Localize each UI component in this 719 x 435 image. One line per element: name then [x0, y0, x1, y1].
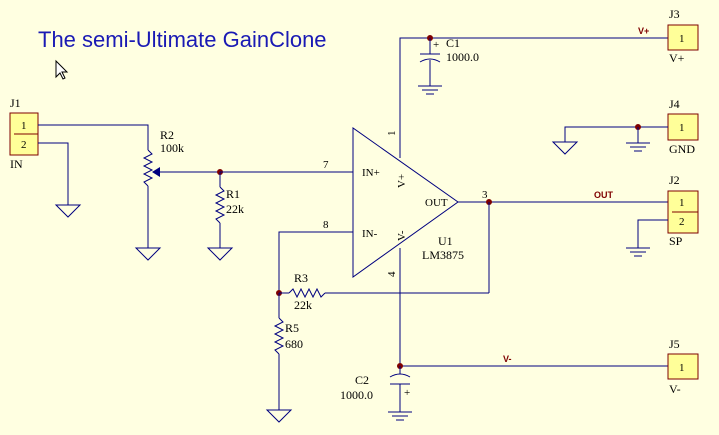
r5-resistor[interactable] [273, 317, 285, 355]
ground-icon [134, 247, 162, 261]
j2-name: SP [669, 234, 683, 248]
j5-name: V- [669, 382, 681, 396]
net-label-vplus: V+ [638, 26, 649, 36]
u1-ref: U1 [438, 234, 453, 248]
j4-ref: J4 [669, 97, 680, 111]
ground-icon [265, 409, 293, 423]
ground-icon [418, 85, 442, 95]
wire-j4 [564, 126, 668, 142]
ground-icon [626, 142, 650, 152]
r3-resistor[interactable] [288, 287, 326, 299]
ground-icon [626, 247, 650, 257]
opamp-vplus-label: V+ [396, 174, 408, 188]
net-label-vminus: V- [503, 354, 512, 364]
j4-pin1: 1 [679, 122, 685, 134]
ground-icon [206, 247, 234, 261]
c2-value: 1000.0 [340, 388, 373, 402]
c2-ref: C2 [355, 373, 369, 387]
opamp-u1[interactable] [352, 127, 459, 278]
j3-connector[interactable] [667, 24, 699, 51]
u1-value: LM3875 [422, 248, 464, 262]
j5-connector[interactable] [667, 353, 699, 380]
j1-ref: J1 [10, 96, 21, 110]
j1-name: IN [10, 157, 23, 171]
c1-polarity: + [433, 39, 439, 51]
r3-ref: R3 [294, 271, 308, 285]
ground-icon [388, 411, 412, 421]
j4-connector[interactable] [667, 113, 699, 141]
j3-ref: J3 [669, 7, 680, 21]
j5-pin1: 1 [679, 362, 685, 374]
j3-pin1: 1 [679, 33, 685, 45]
j2-pin1: 1 [679, 197, 685, 209]
ground-icon [551, 141, 579, 155]
r2-wiper-arrow-icon [152, 167, 160, 177]
wire-j1-pin1-to-r2 [38, 124, 149, 150]
opamp-out-label: OUT [425, 197, 448, 209]
opamp-pin8-number: 8 [323, 219, 329, 231]
r5-ref: R5 [285, 321, 299, 335]
opamp-vminus-label: V- [396, 230, 408, 241]
j2-ref: J2 [669, 173, 680, 187]
r2-ref: R2 [160, 128, 174, 142]
opamp-in-minus-label: IN- [362, 228, 378, 240]
wire-in-minus [278, 231, 353, 293]
c1-value: 1000.0 [446, 50, 479, 64]
wire-j1-pin2-to-gnd [38, 142, 69, 205]
opamp-pin4-number: 4 [386, 271, 398, 277]
opamp-in-plus-label: IN+ [362, 167, 380, 179]
j5-ref: J5 [669, 337, 680, 351]
opamp-pin1-number: 1 [386, 131, 398, 137]
j1-pin2: 2 [21, 139, 27, 151]
r1-value: 22k [226, 202, 244, 216]
r2-value: 100k [160, 141, 184, 155]
r5-value: 680 [285, 337, 303, 351]
j2-pin2: 2 [679, 216, 685, 228]
wire-vplus-rail [399, 37, 668, 158]
c2-plate-top [389, 373, 411, 378]
c1-ref: C1 [446, 36, 460, 50]
opamp-pin7-number: 7 [323, 159, 329, 171]
j3-name: V+ [669, 51, 685, 65]
opamp-pin3-number: 3 [482, 189, 488, 201]
r3-value: 22k [294, 298, 312, 312]
j1-pin1: 1 [21, 120, 27, 132]
wire-vminus-rail [399, 248, 668, 367]
r1-ref: R1 [226, 187, 240, 201]
c2-polarity: + [404, 387, 410, 399]
c1-plate-bottom [419, 58, 441, 63]
r1-resistor[interactable] [214, 186, 226, 224]
r2-resistor[interactable] [142, 149, 154, 187]
mouse-cursor-icon [55, 59, 69, 80]
wire-j2-pin2 [637, 219, 668, 248]
j4-name: GND [669, 142, 695, 156]
ground-icon [54, 204, 82, 218]
net-label-out: OUT [594, 190, 614, 200]
schematic-title: The semi-Ultimate GainClone [38, 27, 327, 52]
